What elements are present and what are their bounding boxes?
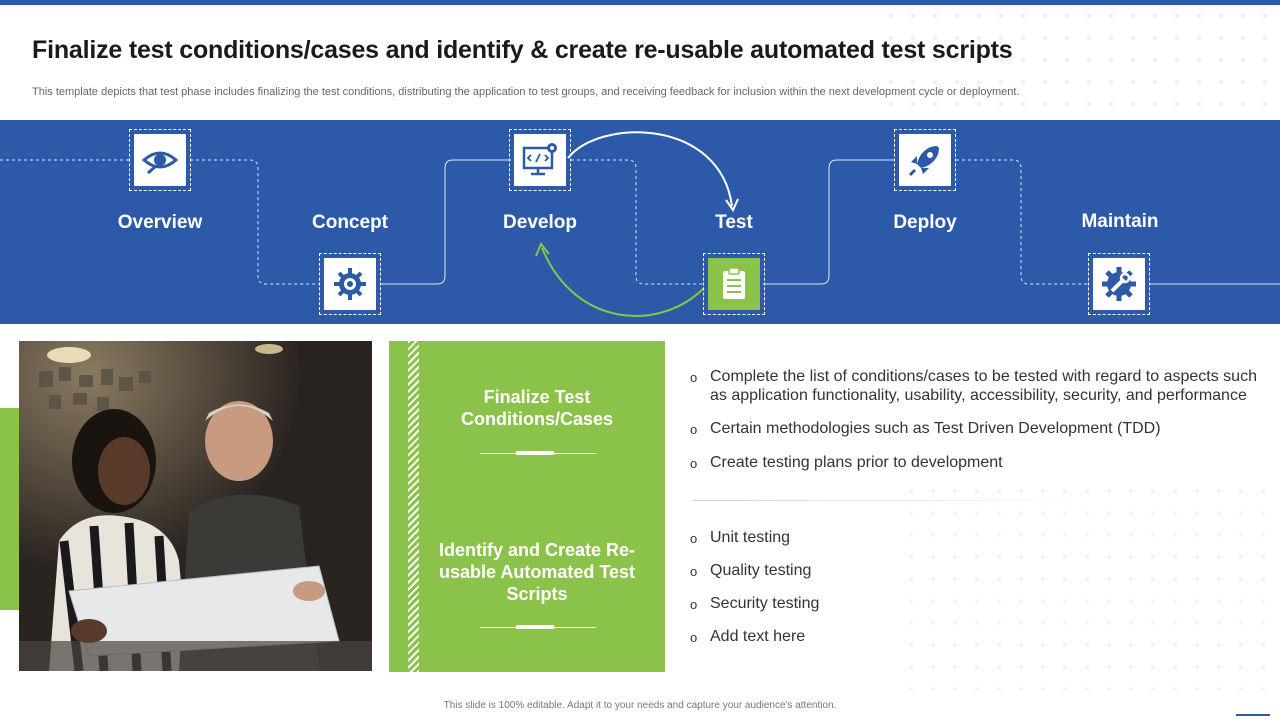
deploy-node [894, 129, 956, 191]
bullet-divider [693, 500, 1093, 501]
stage-label-test: Test [715, 212, 753, 233]
maintain-node [1088, 253, 1150, 315]
clipboard-checklist-icon [723, 267, 745, 299]
stage-label-concept: Concept [312, 212, 388, 233]
team-photo [19, 341, 372, 671]
page-subtitle: This template depicts that test phase in… [32, 86, 1020, 98]
dot-pattern-decoration-lower [900, 480, 1280, 690]
phase-panel [389, 341, 665, 672]
bullet-marker: o [690, 422, 698, 437]
bullet-list-bottom: o Unit testing o Quality testing o Secur… [690, 528, 1270, 646]
footer-note: This slide is 100% editable. Adapt it to… [443, 700, 837, 711]
bullet-list-top: o Complete the list of conditions/cases … [690, 367, 1270, 472]
panel-stripe-decoration [408, 341, 419, 672]
bullet-marker: o [690, 630, 698, 645]
stage-label-overview: Overview [117, 212, 203, 233]
bullet-marker: o [690, 531, 698, 546]
top-accent-bar [0, 0, 1280, 5]
wrench-gear-icon [1102, 267, 1136, 301]
rocket-icon [908, 146, 939, 177]
bullet-marker: o [690, 564, 698, 579]
test-node [703, 253, 765, 315]
bullet-item: o Unit testing [690, 529, 791, 546]
process-band [0, 120, 1280, 324]
panel-separator-bar [516, 451, 554, 455]
bullet-item: o Certain methodologies such as Test Dri… [690, 420, 1161, 437]
develop-node [509, 129, 571, 191]
panel-heading-identify: Identify and Create Re-usable Automated … [438, 540, 636, 604]
panel-separator-bar [516, 625, 554, 629]
bullet-marker: o [690, 456, 698, 471]
dot-pattern-decoration [880, 5, 1280, 115]
bullet-marker: o [690, 370, 698, 385]
stage-label-deploy: Deploy [893, 212, 957, 233]
bullet-marker: o [690, 597, 698, 612]
concept-node [319, 253, 381, 315]
bullet-item: o Quality testing [690, 562, 812, 579]
code-monitor-icon [522, 143, 557, 176]
bullet-item: o Add text here [690, 628, 806, 645]
bullet-item: o Security testing [690, 595, 820, 612]
overview-node [129, 129, 191, 191]
panel-heading-finalize: Finalize Test Conditions/Cases [460, 387, 614, 429]
process-connector-lines [0, 131, 1280, 317]
bullet-item: o Create testing plans prior to developm… [690, 454, 1003, 471]
brain-gear-icon [334, 268, 366, 300]
stage-label-maintain: Maintain [1081, 211, 1159, 232]
page-title: Finalize test conditions/cases and ident… [32, 36, 1013, 64]
stage-label-develop: Develop [503, 212, 577, 233]
corner-accent-line [1236, 714, 1270, 716]
eye-icon [141, 151, 179, 175]
bullet-item: o Complete the list of conditions/cases … [690, 368, 1257, 404]
